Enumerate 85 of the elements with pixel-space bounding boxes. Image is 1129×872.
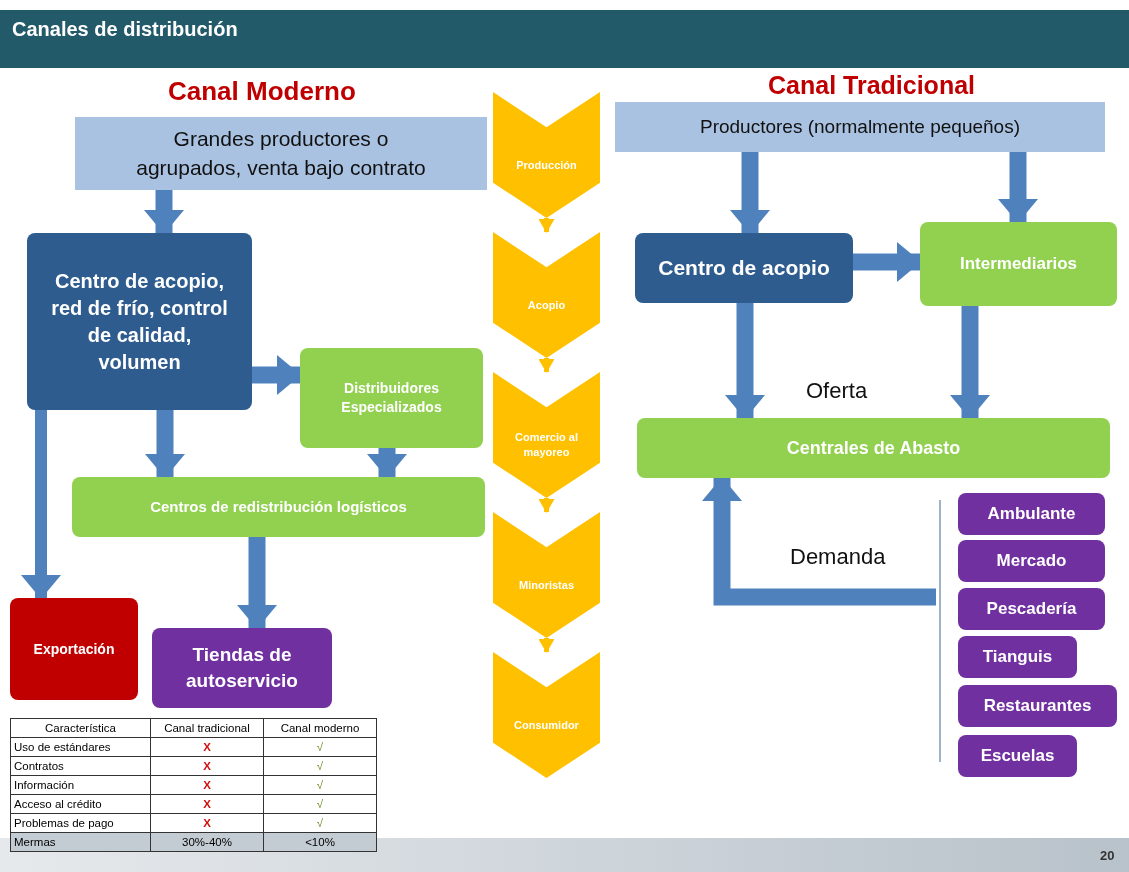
header-cell: Canal moderno [263, 718, 377, 738]
outlet-box [958, 685, 1117, 727]
block-arrow [145, 410, 185, 478]
table-cell: Mermas [10, 832, 151, 852]
table-cell: 30%-40% [150, 832, 264, 852]
node-label: Exportación [33, 639, 115, 659]
node-label: Centros de redistribución logísticos [150, 496, 407, 517]
flow-label: Demanda [790, 544, 886, 570]
node-label: Consumidor [514, 717, 579, 733]
node-label: Centrales de Abasto [786, 436, 961, 460]
header-cell: Canal tradicional [150, 718, 264, 738]
node-label: Grandes productores o agrupados, venta bajo contrato [135, 126, 427, 181]
slide-title: Canales de distribución [12, 18, 238, 41]
table-cell: Contratos [10, 756, 151, 776]
table-cell: X [150, 775, 264, 795]
table-cell: √ [263, 737, 377, 757]
node-label: Tianguis [982, 645, 1053, 668]
table-cell: Uso de estándares [10, 737, 151, 757]
stage-step [493, 372, 600, 498]
process-box [300, 348, 483, 448]
block-arrow [725, 303, 765, 419]
table-cell: √ [263, 794, 377, 814]
node-label: Intermediarios [959, 252, 1078, 275]
section-heading: Canal Moderno [168, 76, 356, 107]
arrow [538, 358, 555, 373]
table-cell: X [150, 756, 264, 776]
block-arrow [950, 306, 990, 419]
block-arrow [998, 152, 1038, 223]
process-box [72, 477, 485, 537]
node-label: Productores (normalmente pequeños) [700, 115, 1020, 140]
block-arrow [237, 537, 277, 629]
node-label: Tiendas de autoservicio [185, 643, 299, 693]
flow-label: Oferta [806, 378, 868, 404]
outlet-box [958, 588, 1105, 630]
table-cell: Acceso al crédito [10, 794, 151, 814]
stage-step [493, 652, 600, 778]
node-label: Centro de acopio [658, 254, 830, 281]
producer-box [75, 117, 487, 190]
table-cell: Problemas de pago [10, 813, 151, 833]
arrow [538, 498, 555, 513]
table-cell: √ [263, 775, 377, 795]
table-cell: X [150, 794, 264, 814]
process-box [637, 418, 1110, 478]
table-cell: √ [263, 756, 377, 776]
table-cell: Información [10, 775, 151, 795]
producer-box [615, 102, 1105, 152]
process-box [920, 222, 1117, 306]
outlet-box [958, 735, 1077, 777]
table-cell: X [150, 737, 264, 757]
header-cell: Característica [10, 718, 151, 738]
stage-step [493, 512, 600, 638]
arrow [538, 638, 555, 653]
node-label: Producción [516, 157, 577, 173]
section-heading: Canal Tradicional [768, 71, 975, 100]
table-cell: X [150, 813, 264, 833]
node-label: Restaurantes [983, 694, 1092, 717]
arrow [538, 218, 555, 233]
outlet-box [152, 628, 332, 708]
node-label: Distribuidores Especializados [340, 379, 443, 417]
node-label: Mercado [996, 549, 1067, 572]
block-arrow [252, 355, 301, 395]
export-box [10, 598, 138, 700]
block-arrow [144, 190, 184, 234]
node-label: Acopio [527, 297, 566, 313]
block-arrow [21, 410, 61, 599]
node-label: Escuelas [980, 744, 1055, 767]
node-label: Pescadería [986, 597, 1077, 620]
process-box [27, 233, 252, 410]
table-cell: √ [263, 813, 377, 833]
page-number: 20 [1100, 848, 1115, 863]
stage-step [493, 232, 600, 358]
node-label: Minoristas [519, 577, 574, 593]
outlet-box [958, 540, 1105, 582]
block-arrow [702, 477, 936, 606]
block-arrow [367, 448, 407, 478]
table-cell: <10% [263, 832, 377, 852]
node-label: Ambulante [987, 502, 1076, 525]
stage-step [493, 92, 600, 218]
block-arrow [730, 152, 770, 234]
outlet-box [958, 636, 1077, 678]
outlet-box [958, 493, 1105, 535]
process-box [635, 233, 853, 303]
node-label: Comercio al mayoreo [514, 430, 579, 460]
block-arrow [853, 242, 921, 282]
node-label: Centro de acopio, red de frío, control de calidad, volumen [50, 268, 229, 375]
